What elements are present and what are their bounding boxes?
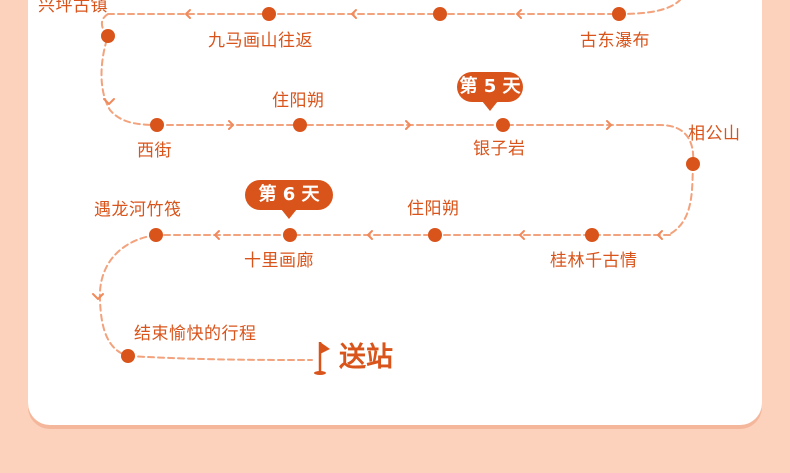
chevron-arrow-icon bbox=[214, 230, 220, 240]
chevron-arrow-icon bbox=[606, 120, 612, 130]
chevron-arrow-icon bbox=[92, 293, 104, 300]
route-path-turn-left-2 bbox=[98, 234, 157, 357]
chevron-arrow-icon bbox=[351, 9, 357, 19]
chevron-arrow-icon bbox=[103, 98, 115, 105]
chevron-arrow-icon bbox=[185, 9, 191, 19]
stop-dot-yulonghe bbox=[149, 228, 163, 242]
stop-dot-xijie bbox=[150, 118, 164, 132]
route-path-row4 bbox=[127, 355, 313, 361]
stop-label-xingping: 兴坪古镇 bbox=[38, 0, 108, 16]
stop-label-gudong: 古东瀑布 bbox=[580, 31, 650, 51]
stop-dot-yinziyan bbox=[496, 118, 510, 132]
stop-label-guilin: 桂林千古情 bbox=[550, 251, 638, 271]
route-path-turn-left-1 bbox=[100, 13, 158, 126]
stop-dot-xianggongshan bbox=[686, 157, 700, 171]
stop-dot-xingping bbox=[101, 29, 115, 43]
day-badge-6: 第 6 天 bbox=[245, 180, 333, 219]
route-path-row1 bbox=[107, 0, 681, 15]
day-badge-5: 第 5 天 bbox=[457, 72, 523, 111]
chevron-arrow-icon bbox=[367, 230, 373, 240]
stop-label-yinziyan: 银子岩 bbox=[473, 139, 526, 159]
stop-label-yulonghe: 遇龙河竹筏 bbox=[94, 200, 182, 220]
stop-label-zhuyangshuo-2: 住阳朔 bbox=[407, 199, 460, 219]
stop-label-shilihualang: 十里画廊 bbox=[244, 251, 314, 271]
chevron-arrow-icon bbox=[228, 120, 234, 130]
chevron-arrow-icon bbox=[657, 230, 663, 240]
stop-label-end-trip: 结束愉快的行程 bbox=[134, 324, 257, 344]
stop-dot-shilihualang bbox=[283, 228, 297, 242]
chevron-arrow-icon bbox=[519, 230, 525, 240]
stop-label-xianggongshan: 相公山 bbox=[688, 124, 741, 144]
end-label-send-off: 送站 bbox=[339, 342, 393, 373]
stop-label-xijie: 西街 bbox=[137, 141, 172, 161]
route-path-turn-right bbox=[669, 163, 694, 235]
stop-dot-guilin bbox=[585, 228, 599, 242]
stop-label-zhuyangshuo-1: 住阳朔 bbox=[272, 91, 325, 111]
stop-dot-zhuyangshuo-2 bbox=[428, 228, 442, 242]
stop-dot-zhuyangshuo-1 bbox=[293, 118, 307, 132]
stop-dot-row1-mid bbox=[433, 7, 447, 21]
chevron-arrow-icon bbox=[405, 120, 411, 130]
chevron-arrow-icon bbox=[516, 9, 522, 19]
itinerary-card bbox=[28, 0, 762, 425]
stop-dot-end bbox=[121, 349, 135, 363]
flag-icon bbox=[314, 342, 330, 375]
stop-label-jiuma: 九马画山往返 bbox=[208, 31, 313, 51]
route-path-row2 bbox=[156, 124, 695, 165]
stop-dot-jiuma bbox=[262, 7, 276, 21]
stop-dot-gudong bbox=[612, 7, 626, 21]
